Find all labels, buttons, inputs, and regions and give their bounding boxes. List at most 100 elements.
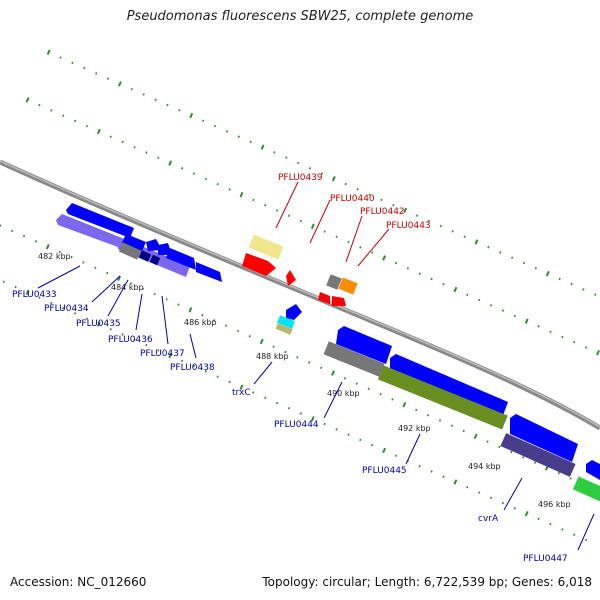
tick-mark (403, 207, 408, 214)
tick-mark (392, 203, 395, 207)
label-PFLU0433[interactable]: PFLU0433 (12, 290, 57, 300)
label-PFLU0447[interactable]: PFLU0447 (523, 554, 568, 564)
tick-mark (83, 66, 86, 70)
leader-PFLU0435 (107, 279, 129, 317)
gene-PFLU0444-blue[interactable] (336, 326, 392, 364)
tick-mark (418, 464, 421, 468)
tick-mark (50, 301, 53, 305)
label-PFLU0437[interactable]: PFLU0437 (140, 349, 185, 359)
leader-PFLU0443 (357, 228, 390, 267)
tick-mark (335, 235, 338, 239)
gene-PFLU0446-blue[interactable] (586, 460, 600, 480)
tick-mark (109, 135, 112, 138)
tick-mark (252, 198, 255, 202)
label-PFLU0445[interactable]: PFLU0445 (362, 466, 407, 476)
tick-mark (85, 317, 89, 320)
gene-cvrA-blue[interactable] (510, 414, 578, 462)
tick-mark (371, 443, 374, 447)
tick-mark (524, 510, 529, 517)
gene-gray-small[interactable] (118, 242, 142, 260)
tick-mark (320, 172, 324, 175)
gene-PFLU0445[interactable] (377, 365, 508, 430)
gene-navy-2[interactable] (149, 254, 161, 266)
label-PFLU0442[interactable]: PFLU0442 (360, 207, 405, 217)
label-PFLU0440[interactable]: PFLU0440 (330, 194, 375, 204)
gene-PFLU0433-rna[interactable] (56, 214, 122, 247)
tick-mark (522, 261, 526, 265)
label-PFLU0438[interactable]: PFLU0438 (170, 363, 215, 373)
tick-mark (402, 402, 407, 408)
tick-mark (73, 119, 77, 123)
tick-mark (549, 330, 552, 333)
kbp-492: 492 kbp (398, 424, 431, 433)
label-cvrA[interactable]: cvrA (478, 514, 499, 524)
gene-PFLU0442[interactable] (326, 274, 342, 290)
gene-navy-1[interactable] (138, 250, 152, 262)
gene-PFLU0444[interactable] (323, 341, 385, 377)
leader-cvrA (503, 477, 523, 511)
tick-mark (510, 256, 514, 260)
tick-mark (478, 298, 481, 302)
tick-mark (561, 528, 564, 531)
label-PFLU0444[interactable]: PFLU0444 (274, 420, 319, 430)
gene-red-a[interactable] (318, 292, 330, 304)
tick-mark (225, 130, 229, 133)
tick-mark (573, 340, 576, 344)
tick-mark (453, 479, 458, 485)
gene-PFLU0443[interactable] (338, 277, 358, 295)
gene-PFLU0445-blue[interactable] (390, 354, 508, 418)
kbp-488: 488 kbp (256, 352, 289, 361)
tick-mark (95, 72, 98, 75)
tick-mark (453, 286, 458, 293)
tick-mark (545, 270, 550, 277)
tick-mark (438, 419, 442, 422)
tick-mark (442, 283, 445, 286)
tick-mark (439, 224, 442, 228)
gene-red-b[interactable] (332, 296, 346, 306)
tick-mark (584, 538, 588, 542)
gene-blue-trx[interactable] (286, 304, 302, 320)
label-PFLU0436[interactable]: PFLU0436 (108, 335, 153, 345)
leader-PFLU0442 (345, 215, 363, 263)
tick-mark (133, 146, 136, 149)
leader-PFLU0444 (323, 381, 343, 419)
gene-cvrA[interactable] (500, 433, 576, 477)
label-PFLU0443[interactable]: PFLU0443 (386, 221, 431, 231)
label-PFLU0434[interactable]: PFLU0434 (44, 304, 89, 314)
tick-mark (489, 304, 493, 307)
tick-mark (62, 306, 65, 310)
tick-mark (2, 280, 5, 284)
tick-mark (513, 507, 516, 510)
label-trxC[interactable]: trxC (232, 388, 251, 398)
gene-PFLU0438b[interactable] (196, 262, 222, 282)
tick-mark (224, 324, 228, 327)
tick-mark (237, 135, 240, 138)
label-PFLU0435[interactable]: PFLU0435 (76, 319, 121, 329)
tick-mark (451, 230, 454, 233)
tick-mark (501, 501, 505, 505)
gene-PFLU0433[interactable] (66, 203, 134, 238)
tick-mark (558, 277, 561, 281)
tick-mark (130, 87, 133, 91)
gene-PFLU0439[interactable] (248, 234, 284, 260)
tick-mark (178, 109, 181, 112)
gene-PFLU0435[interactable] (122, 234, 146, 251)
tick-mark (201, 119, 205, 123)
tick-mark (524, 318, 529, 324)
gene-trxC-rna[interactable] (275, 323, 293, 335)
kbp-482: 482 kbp (38, 252, 71, 261)
tick-mark (355, 382, 358, 385)
tick-mark (462, 429, 465, 433)
tick-mark (189, 112, 194, 119)
label-PFLU0439[interactable]: PFLU0439 (278, 173, 323, 183)
tick-mark (249, 140, 252, 144)
gene-PFLU0440[interactable] (242, 253, 276, 276)
tick-mark (71, 61, 74, 65)
gene-PFLU0441[interactable] (286, 270, 296, 286)
gene-PFLU0438[interactable] (166, 248, 196, 270)
tick-mark (347, 240, 350, 244)
tick-mark (273, 151, 276, 154)
gene-trxC[interactable] (277, 315, 295, 329)
gene-PFLU0447[interactable] (572, 476, 600, 506)
